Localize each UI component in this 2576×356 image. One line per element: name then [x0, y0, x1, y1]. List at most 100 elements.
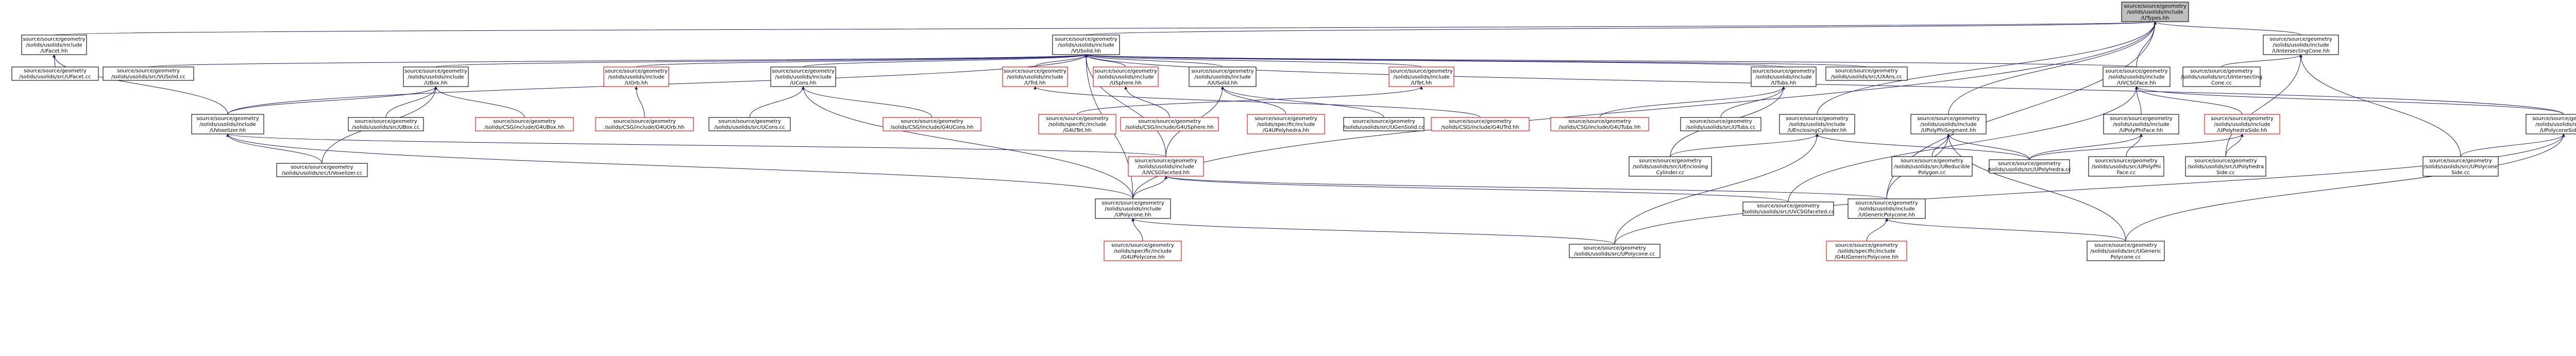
edge-uxans_cc-includes-usolid_hh — [1084, 54, 1867, 67]
node-uintersectingcone-cc[interactable]: source/source/geometry/solids/usolids/sr… — [2181, 66, 2262, 87]
node-box — [2422, 156, 2499, 177]
node-label-line: Cylinder.cc — [1656, 170, 1685, 176]
node-upolyphisegment-hh[interactable]: source/source/geometry/solids/usolids/in… — [1910, 114, 1987, 134]
node-upolyhedra-cc[interactable]: source/source/geometry/solids/usolids/sr… — [1988, 159, 2071, 174]
node-ucsg-ubox-hh[interactable]: source/source/geometry/solids/CSG/includ… — [475, 117, 574, 131]
node-ucsg-usphere-hh[interactable]: source/source/geometry/solids/CSG/includ… — [1120, 117, 1219, 131]
node-ucsg-utrd-hh[interactable]: source/source/geometry/solids/CSG/includ… — [1431, 117, 1530, 131]
node-uxans-cc[interactable]: source/source/geometry/solids/usolids/sr… — [1825, 66, 1908, 81]
edge-usolid_hh-includes-root — [1086, 21, 2157, 36]
node-label-line: /UPolyhedraSide.hh — [2217, 128, 2267, 133]
node-box — [1891, 156, 1973, 177]
node-uenclosingcylinder-cc[interactable]: source/source/geometry/solids/usolids/sr… — [1629, 156, 1712, 177]
node-label-line: source/source/geometry — [1138, 119, 1201, 125]
node-label-line: /solids/usolids/src/UVCSGfaceted.cc — [1742, 209, 1834, 215]
node-ucsg-uorb-hh[interactable]: source/source/geometry/solids/CSG/includ… — [595, 117, 694, 131]
node-uorb-hh[interactable]: source/source/geometry/solids/usolids/in… — [603, 66, 669, 87]
node-ucons-cc[interactable]: source/source/geometry/solids/usolids/sr… — [708, 117, 791, 131]
node-label-line: source/source/geometry — [1855, 200, 1918, 206]
node-upolyconeside-cc[interactable]: source/source/geometry/solids/usolids/sr… — [2422, 156, 2499, 177]
node-label-line: Polycone.cc — [2111, 255, 2141, 260]
edge-uvcsgfaceted_cc-includes-uvcsgface_hh — [1788, 86, 2138, 202]
node-upolyhedraside-cc[interactable]: source/source/geometry/solids/usolids/sr… — [2185, 156, 2266, 177]
node-ureduciblepolygon-cc[interactable]: source/source/geometry/solids/usolids/sr… — [1891, 156, 1973, 177]
node-upolycone-hh[interactable]: source/source/geometry/solids/usolids/in… — [1095, 198, 1171, 219]
node-label-line: source/source/geometry — [1055, 37, 1117, 42]
node-uvoxelizer-cc[interactable]: source/source/geometry/solids/usolids/sr… — [276, 163, 368, 177]
edge-upolyhedraside_hh-includes-uvcsgface_hh — [2135, 86, 2243, 115]
node-label-line: /UTrd.hh — [1024, 80, 1045, 86]
node-ugenericpolycone-hh[interactable]: source/source/geometry/solids/usolids/in… — [1848, 198, 1926, 219]
node-uenclosingcylinder-hh[interactable]: source/source/geometry/solids/usolids/in… — [1779, 114, 1855, 134]
node-box — [11, 66, 99, 81]
node-label-line: source/source/geometry — [2095, 158, 2158, 164]
node-umultiunion-hh[interactable]: source/source/geometry/solids/usolids/in… — [191, 114, 264, 134]
node-root[interactable]: source/source/geometry/solids/usolids/in… — [2121, 2, 2189, 22]
node-box — [770, 66, 836, 87]
edge-ubox_hh-includes-usolid_hh — [435, 54, 1088, 67]
node-ucons-hh[interactable]: source/source/geometry/solids/usolids/in… — [770, 66, 836, 87]
node-label-line: /solids/usolids/include — [2127, 9, 2183, 15]
node-box — [1779, 114, 1855, 134]
node-label-line: /solids/usolids/include — [1755, 74, 1812, 80]
node-label-line: source/source/geometry — [1449, 119, 1512, 125]
node-box — [1343, 117, 1425, 131]
node-ugenericpolycone-cc[interactable]: source/source/geometry/solids/usolids/sr… — [2087, 241, 2165, 261]
node-label-line: /solids/usolids/include — [1920, 122, 1977, 127]
node-label-line: /solids/usolids/include — [1058, 42, 1114, 48]
node-label-line: /solids/usolids/include — [1858, 206, 1915, 212]
node-ucsg-upolyhedra-hh[interactable]: source/source/geometry/solids/specific/i… — [1247, 114, 1325, 134]
edge-ucsg_upolycone_hh-includes-upolycone_hh — [1131, 218, 1143, 242]
node-label-line: /solids/specific/include — [1048, 122, 1107, 127]
node-upolyconeside-hh[interactable]: source/source/geometry/solids/usolids/in… — [2526, 114, 2576, 134]
node-box — [883, 117, 981, 131]
node-upolyhedraside-hh[interactable]: source/source/geometry/solids/usolids/in… — [2204, 114, 2280, 134]
node-label-line: /UCons.hh — [790, 80, 816, 86]
node-label-line: source/source/geometry — [354, 119, 417, 125]
node-ufacet-cc[interactable]: source/source/geometry/solids/usolids/sr… — [11, 66, 99, 81]
node-ucsg-upolycone-hh[interactable]: source/source/geometry/solids/specific/i… — [1104, 241, 1182, 261]
edge-ucsg_uorb_hh-includes-uorb_hh — [635, 86, 645, 118]
edge-upolyconeside_cc-includes-uintersectingcone_hh — [2299, 54, 2461, 157]
node-label-line: /solids/CSG/include/G4USphere.hh — [1125, 125, 1214, 130]
node-label-line: source/source/geometry — [2105, 69, 2168, 74]
node-ugensolid-hh[interactable]: source/source/geometry/solids/usolids/in… — [1189, 66, 1257, 87]
node-usolid-hh[interactable]: source/source/geometry/solids/usolids/in… — [1052, 35, 1120, 55]
node-utubs-cc[interactable]: source/source/geometry/solids/usolids/sr… — [1680, 117, 1761, 131]
node-utubs-hh[interactable]: source/source/geometry/solids/usolids/in… — [1751, 66, 1817, 87]
node-uvcsgfaceted-hh[interactable]: source/source/geometry/solids/usolids/in… — [1128, 156, 1204, 177]
node-usphere-hh[interactable]: source/source/geometry/solids/usolids/in… — [1093, 66, 1159, 87]
node-upolycone-cc[interactable]: source/source/geometry/solids/usolids/sr… — [1569, 244, 1660, 258]
node-ufacet-hh[interactable]: source/source/geometry/solids/usolids/in… — [21, 35, 87, 55]
node-label-line: /solids/usolids/include — [1138, 164, 1194, 169]
node-label-line: source/source/geometry — [1134, 158, 1197, 164]
node-box — [1742, 201, 1834, 216]
edge-upolycone_hh-includes-uvcsgfaceted_hh — [1132, 176, 1167, 199]
node-ubox-hh[interactable]: source/source/geometry/solids/usolids/in… — [403, 66, 469, 87]
node-label-line: /UFacet.hh — [40, 48, 67, 54]
node-label-line: /UVCSGface.hh — [2117, 80, 2156, 86]
node-ubox-cc[interactable]: source/source/geometry/solids/usolids/sr… — [348, 117, 424, 131]
node-box — [1680, 117, 1761, 131]
node-uvcsgfaceted-cc[interactable]: source/source/geometry/solids/usolids/sr… — [1742, 201, 1834, 216]
node-box — [1569, 244, 1660, 258]
node-upolyphiface-hh[interactable]: source/source/geometry/solids/usolids/in… — [2103, 114, 2179, 134]
node-uintersectingcone-hh[interactable]: source/source/geometry/solids/usolids/in… — [2263, 35, 2339, 55]
node-box — [1093, 66, 1159, 87]
node-ucsg-utet-hh[interactable]: source/source/geometry/solids/specific/i… — [1038, 114, 1116, 134]
node-ugensolid-cc[interactable]: source/source/geometry/solids/usolids/sr… — [1343, 117, 1425, 131]
node-label-line: /solids/usolids/src/UReducible — [1894, 164, 1970, 169]
node-ucsg-ucons-hh[interactable]: source/source/geometry/solids/CSG/includ… — [883, 117, 981, 131]
edge-ugenericpolycone_hh-includes-uvcsgfaceted_hh — [1164, 176, 1887, 199]
node-box — [2103, 114, 2179, 134]
node-utrd-hh[interactable]: source/source/geometry/solids/usolids/in… — [1002, 66, 1068, 87]
node-utet-hh[interactable]: source/source/geometry/solids/usolids/in… — [1388, 66, 1454, 87]
edge-upolycone_cc-includes-upolycone_hh — [1131, 218, 1615, 245]
node-box — [2121, 2, 2189, 22]
node-vusolid-cc[interactable]: source/source/geometry/solids/usolids/sr… — [103, 66, 194, 81]
node-uvcsgface-hh[interactable]: source/source/geometry/solids/usolids/in… — [2103, 66, 2171, 87]
node-ucsg-utubs-hh[interactable]: source/source/geometry/solids/CSG/includ… — [1550, 117, 1649, 131]
node-upolyphiface-cc[interactable]: source/source/geometry/solids/usolids/sr… — [2088, 156, 2164, 177]
node-ucsg-ugenericpolycone-hh[interactable]: source/source/geometry/solids/specific/i… — [1826, 241, 1907, 261]
